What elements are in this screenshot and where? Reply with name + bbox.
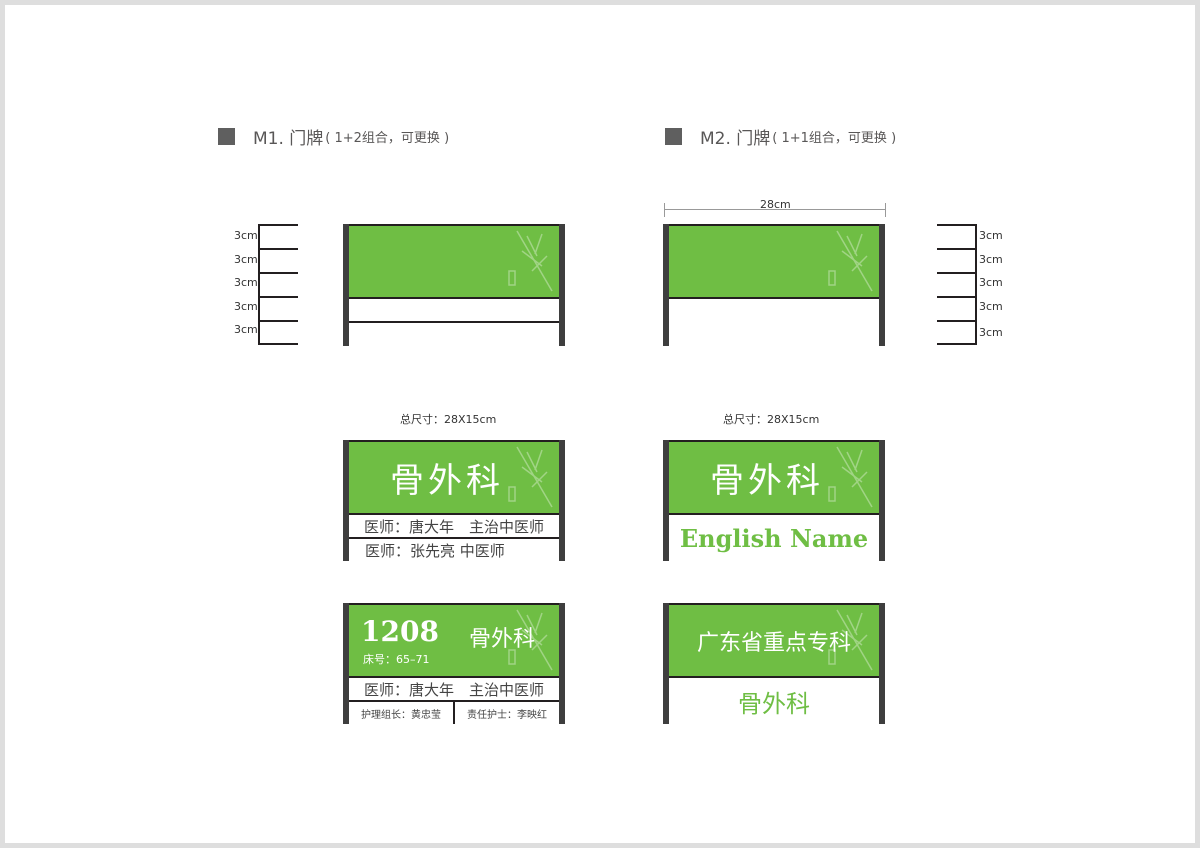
sign-header-panel xyxy=(349,226,559,297)
section-title-m2: M2. 门牌 ( 1+1组合，可更换 ) xyxy=(665,124,896,149)
sign-header-panel xyxy=(669,226,879,297)
dim-label: 3cm xyxy=(234,323,258,336)
english-name: English Name xyxy=(669,513,879,561)
sign-header-panel: 广东省重点专科 xyxy=(669,605,879,676)
sign-header-panel: 骨外科 xyxy=(669,442,879,513)
total-size-label-m2: 总尺寸：28X15cm xyxy=(723,413,820,426)
department-name: 骨外科 xyxy=(390,461,504,501)
dim-label: 3cm xyxy=(234,300,258,313)
bamboo-decoration-icon xyxy=(508,230,553,292)
dim-label: 3cm xyxy=(979,229,1003,242)
m2-template-sign xyxy=(663,224,885,346)
sign-header-panel: 1208 床号：65–71 骨外科 xyxy=(349,605,559,676)
bamboo-decoration-icon xyxy=(508,446,553,508)
m1-ward-sign: 1208 床号：65–71 骨外科 医师：唐大年 主治中医师 护理组长：黄忠莹 … xyxy=(343,603,565,724)
total-size-label-m1: 总尺寸：28X15cm xyxy=(400,413,497,426)
section-title-m1: M1. 门牌 ( 1+2组合，可更换 ) xyxy=(218,124,449,149)
sign-row-1 xyxy=(669,297,879,346)
bed-number: 床号：65–71 xyxy=(363,653,430,666)
m2-example-sign: 骨外科 English Name xyxy=(663,440,885,561)
doctor-row-2: 医师：张先亮 中医师 xyxy=(349,537,559,561)
section-m2-subtitle: ( 1+1组合，可更换 ) xyxy=(772,131,897,146)
section-m1-title: M1. 门牌 xyxy=(253,129,324,149)
sign-header-panel: 骨外科 xyxy=(349,442,559,513)
department-name: 骨外科 xyxy=(710,461,824,501)
department-name: 骨外科 xyxy=(669,676,879,724)
nurse-row: 护理组长：黄忠莹 责任护士：李映红 xyxy=(349,700,559,724)
room-number: 1208 xyxy=(361,615,439,648)
bamboo-decoration-icon xyxy=(828,230,873,292)
drawing-sheet xyxy=(5,5,1195,843)
sign-row-2 xyxy=(349,321,559,346)
bamboo-decoration-icon xyxy=(508,609,553,671)
doctor-row-1: 医师：唐大年 主治中医师 xyxy=(349,513,559,537)
dim-label: 3cm xyxy=(979,326,1003,339)
sign-row-1 xyxy=(349,297,559,321)
nurse-leader: 护理组长：黄忠莹 xyxy=(349,702,455,724)
section-m1-subtitle: ( 1+2组合，可更换 ) xyxy=(325,131,450,146)
dim-label: 3cm xyxy=(234,229,258,242)
bullet-square-icon xyxy=(218,128,235,145)
dim-label: 3cm xyxy=(979,276,1003,289)
bamboo-decoration-icon xyxy=(828,446,873,508)
dim-label: 3cm xyxy=(979,253,1003,266)
width-label: 28cm xyxy=(760,198,791,211)
department-name: 骨外科 xyxy=(469,627,536,652)
dim-label: 3cm xyxy=(234,276,258,289)
bullet-square-icon xyxy=(665,128,682,145)
m1-template-sign xyxy=(343,224,565,346)
bamboo-decoration-icon xyxy=(828,609,873,671)
doctor-row: 医师：唐大年 主治中医师 xyxy=(349,676,559,700)
dim-label: 3cm xyxy=(979,300,1003,313)
m1-example-sign: 骨外科 医师：唐大年 主治中医师 医师：张先亮 中医师 xyxy=(343,440,565,561)
m2-key-sign: 广东省重点专科 骨外科 xyxy=(663,603,885,724)
dim-label: 3cm xyxy=(234,253,258,266)
key-specialty-title: 广东省重点专科 xyxy=(696,630,851,656)
nurse-in-charge: 责任护士：李映红 xyxy=(467,709,547,721)
section-m2-title: M2. 门牌 xyxy=(700,129,771,149)
